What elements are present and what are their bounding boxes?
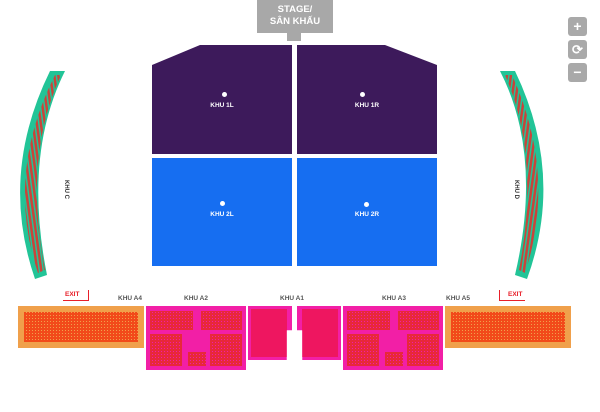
plus-icon: + <box>573 18 582 34</box>
zoom-out-button[interactable]: − <box>568 63 587 82</box>
seat-block <box>302 309 338 357</box>
zone-khu-a1-right[interactable] <box>297 306 341 360</box>
zone-khu-a5-label: KHU A5 <box>446 295 470 302</box>
zone-label: KHU 1R <box>354 102 380 109</box>
stage-label-line2: SÂN KHẤU <box>269 16 321 27</box>
seat-grid <box>24 312 138 342</box>
seat-block <box>347 311 390 330</box>
zone-label: KHU 1L <box>210 102 234 109</box>
seat-block <box>188 352 206 366</box>
zone-khu-2r[interactable]: KHU 2R <box>297 158 437 266</box>
zoom-in-button[interactable]: + <box>568 17 587 36</box>
zone-khu-c[interactable]: KHU C <box>15 65 95 285</box>
seat-block <box>150 334 182 366</box>
stage: STAGE/ SÂN KHẤU <box>257 0 333 33</box>
zone-khu-a2[interactable] <box>146 306 246 370</box>
seat-block <box>398 311 439 330</box>
zone-label: KHU 2R <box>354 211 380 218</box>
zone-khu-a3-label: KHU A3 <box>382 295 406 302</box>
zone-khu-a1-left[interactable] <box>248 306 292 360</box>
zone-label: KHU 2L <box>210 211 234 218</box>
exit-bracket <box>499 290 500 301</box>
exit-left: EXIT <box>65 291 80 298</box>
zone-khu-a1-label: KHU A1 <box>280 295 304 302</box>
zone-label: KHU D <box>513 180 519 200</box>
zone-marker-dot <box>360 92 365 97</box>
zone-khu-a3[interactable] <box>343 306 443 370</box>
zone-marker-dot <box>220 201 225 206</box>
seat-block <box>407 334 439 366</box>
zone-khu-d[interactable]: KHU D <box>495 65 575 285</box>
exit-arrow-left-icon <box>63 300 89 301</box>
zone-khu-2l[interactable]: KHU 2L <box>152 158 292 266</box>
seat-block <box>201 311 242 330</box>
reset-view-button[interactable]: ⟳ <box>568 40 587 59</box>
stage-runway <box>287 33 301 41</box>
seat-block <box>347 334 379 366</box>
seat-block <box>210 334 242 366</box>
zone-khu-a5[interactable] <box>445 306 571 348</box>
zone-khu-1l[interactable]: KHU 1L <box>152 45 292 154</box>
zone-khu-a4[interactable] <box>18 306 144 348</box>
exit-right: EXIT <box>508 291 523 298</box>
zone-marker-dot <box>222 92 227 97</box>
seat-block <box>385 352 403 366</box>
refresh-icon: ⟳ <box>572 42 583 57</box>
exit-bracket <box>88 290 89 301</box>
seat-block <box>251 309 287 357</box>
zone-khu-a4-label: KHU A4 <box>118 295 142 302</box>
zone-khu-a2-label: KHU A2 <box>184 295 208 302</box>
exit-arrow-right-icon <box>499 300 525 301</box>
stage-label-line1: STAGE/ <box>277 4 313 15</box>
seat-block <box>150 311 193 330</box>
zone-label: KHU C <box>63 180 69 200</box>
seat-grid <box>451 312 565 342</box>
zone-khu-1r[interactable]: KHU 1R <box>297 45 437 154</box>
zone-marker-dot <box>364 202 369 207</box>
minus-icon: − <box>573 64 582 80</box>
